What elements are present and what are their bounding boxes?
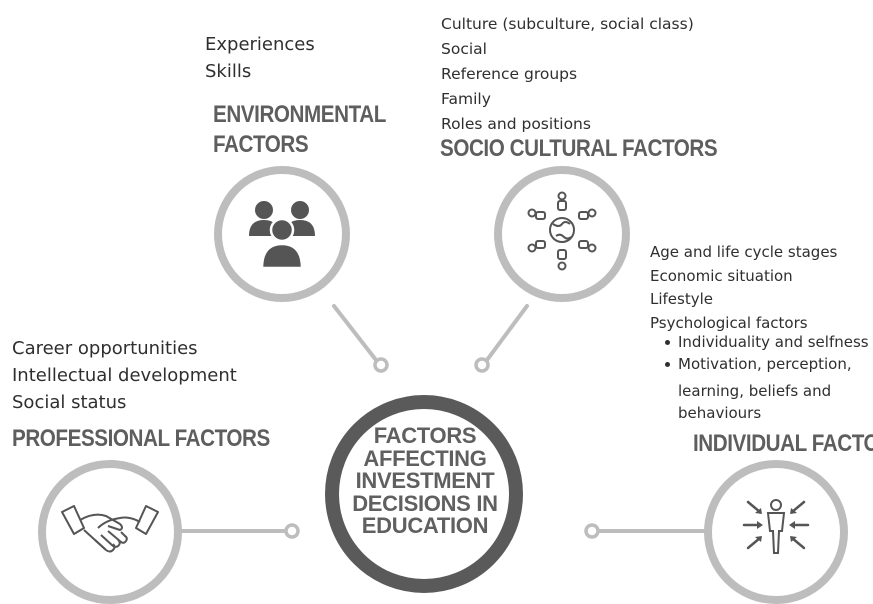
handshake-icon <box>61 505 159 553</box>
environmental-heading-line: ENVIRONMENTAL <box>213 101 386 128</box>
connector-endpoints <box>284 357 600 539</box>
socio-cultural-circle <box>494 166 630 302</box>
center-title: FACTORS AFFECTING INVESTMENT DECISIONS I… <box>352 423 498 538</box>
professional-items: Career opportunities Intellectual develo… <box>12 335 237 416</box>
environmental-heading-line: FACTORS <box>213 131 309 158</box>
individual-item: Lifestyle <box>650 290 714 308</box>
group-of-people-icon <box>249 201 315 270</box>
connector-socio-cultural <box>485 304 529 362</box>
global-network-people-icon <box>527 191 597 271</box>
person-focus-arrows-icon <box>742 499 810 554</box>
endpoint-environmental <box>373 357 389 373</box>
center-title-line: EDUCATION <box>361 513 489 538</box>
socio-cultural-item: Roles and positions <box>441 115 591 133</box>
professional-item: Career opportunities <box>12 338 198 359</box>
socio-cultural-item: Social <box>441 40 487 58</box>
socio-cultural-heading: SOCIO CULTURAL FACTORS <box>440 135 718 162</box>
individual-item: Economic situation <box>650 266 793 285</box>
individual-heading: INDIVIDUAL FACTORS <box>693 430 873 457</box>
socio-cultural-item: Reference groups <box>441 65 578 83</box>
endpoint-individual <box>584 523 600 539</box>
center-title-line: INVESTMENT <box>355 468 495 493</box>
endpoint-professional <box>284 523 300 539</box>
individual-circle <box>704 460 848 604</box>
center-title-line: FACTORS <box>373 423 477 448</box>
environmental-item: Experiences <box>205 34 315 55</box>
environmental-heading: ENVIRONMENTAL FACTORS <box>213 100 386 160</box>
professional-heading: PROFESSIONAL FACTORS <box>12 425 270 452</box>
socio-cultural-item: Culture (subculture, social class) <box>441 15 694 33</box>
connector-environmental <box>332 304 378 362</box>
psychological-factor-continuation: learning, beliefs and behaviours <box>678 380 831 424</box>
psychological-factor-bullet: Motivation, perception, <box>662 353 869 375</box>
connectors <box>180 304 706 533</box>
center-title-line: DECISIONS IN <box>352 490 498 516</box>
center-circle <box>325 395 523 593</box>
environmental-item: Skills <box>205 61 252 82</box>
socio-cultural-items: Culture (subculture, social class) Socia… <box>441 12 694 137</box>
individual-items: Age and life cycle stages Economic situa… <box>650 241 837 335</box>
psychological-factor-line: behaviours <box>678 404 762 422</box>
individual-item: Psychological factors <box>650 313 808 332</box>
socio-cultural-item: Family <box>441 90 491 108</box>
environmental-items: Experiences Skills <box>205 31 315 85</box>
individual-item: Age and life cycle stages <box>650 243 838 261</box>
psychological-factors-list: Individuality and selfness Motivation, p… <box>662 331 869 375</box>
psychological-factor-line: learning, beliefs and <box>678 382 832 400</box>
center-title-line: AFFECTING <box>363 445 487 471</box>
professional-item: Social status <box>12 392 127 413</box>
endpoint-socio-cultural <box>474 357 490 373</box>
psychological-factor-bullet: Individuality and selfness <box>662 331 869 353</box>
professional-item: Intellectual development <box>12 365 237 386</box>
